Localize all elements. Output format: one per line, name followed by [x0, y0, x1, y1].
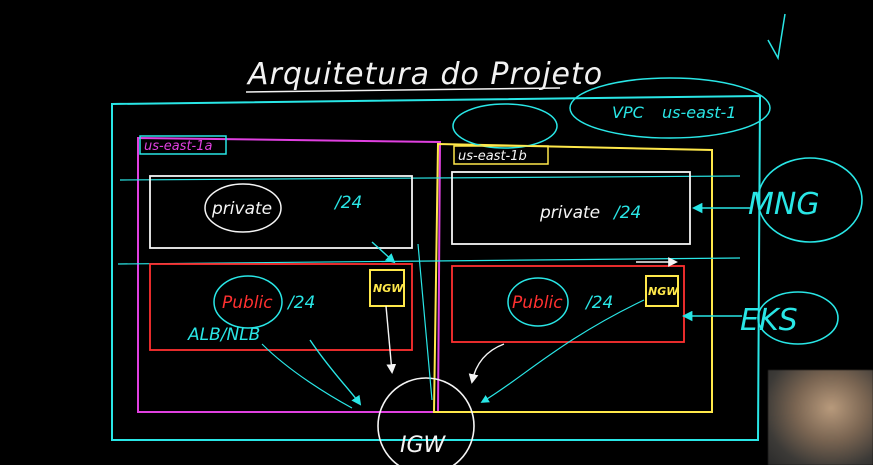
- eks-circle: [757, 291, 839, 345]
- igw-label: IGW: [400, 433, 447, 458]
- az-a-label-box: [139, 135, 227, 155]
- private-a-to-ngw-arrow: [371, 241, 396, 264]
- subnet-b-public-name: Public: [512, 293, 563, 313]
- az-divider-line: [417, 243, 433, 401]
- ngw-b-to-igw-arrow: [480, 299, 645, 403]
- eks-label: EKS: [740, 303, 798, 338]
- public-b-to-igw-arrow: [468, 343, 505, 384]
- vpc-region: us-east-1: [662, 103, 736, 122]
- subnet-a-public-name: Public: [222, 293, 273, 313]
- title-underline: [245, 87, 561, 93]
- subnet-b-private-name: private: [539, 203, 600, 223]
- presenter-webcam-thumbnail: [768, 370, 873, 465]
- az-b-label: us-east-1b: [458, 149, 527, 164]
- vpc-boundary: [111, 94, 762, 441]
- ngw-b-box: [645, 275, 679, 307]
- ngw-a-to-igw-arrow: [385, 305, 397, 374]
- vpc-label: VPC: [612, 103, 645, 122]
- mng-label: MNG: [748, 187, 820, 222]
- mng-circle: [757, 157, 863, 243]
- diagram-title: Arquitetura do Projeto: [246, 57, 603, 92]
- subnet-a-private: [149, 175, 413, 249]
- alb-to-igw-arrow-2: [261, 343, 353, 409]
- subnet-b-private-cidr: /24: [612, 203, 641, 223]
- alb-to-igw-arrow: [309, 339, 362, 406]
- vpc-label-circle: [569, 77, 771, 139]
- subnet-a-private-circle: [204, 183, 282, 233]
- az-a-label: us-east-1a: [144, 139, 212, 154]
- private-row-line: [119, 175, 741, 181]
- subnet-a-private-name: private: [211, 199, 272, 219]
- ngw-a-label: NGW: [373, 282, 404, 295]
- subnet-b-private: [451, 171, 691, 245]
- subnet-a-private-cidr: /24: [333, 193, 362, 213]
- subnet-a-public: [149, 263, 413, 351]
- public-row-line: [117, 257, 741, 265]
- igw-circle: [377, 377, 475, 465]
- az-b-boundary: [432, 142, 713, 413]
- subnet-a-public-cidr: /24: [286, 293, 315, 313]
- alb-label: ALB/NLB: [187, 325, 260, 345]
- check-mark-icon: [767, 13, 786, 61]
- subnet-a-public-circle: [213, 275, 283, 329]
- subnet-b-public-circle: [507, 277, 569, 327]
- az-b-highlight-circle: [452, 103, 558, 149]
- ngw-b-label: NGW: [648, 285, 679, 298]
- az-b-label-box: [453, 145, 549, 165]
- ngw-a-box: [369, 269, 405, 307]
- subnet-b-public-cidr: /24: [584, 293, 613, 313]
